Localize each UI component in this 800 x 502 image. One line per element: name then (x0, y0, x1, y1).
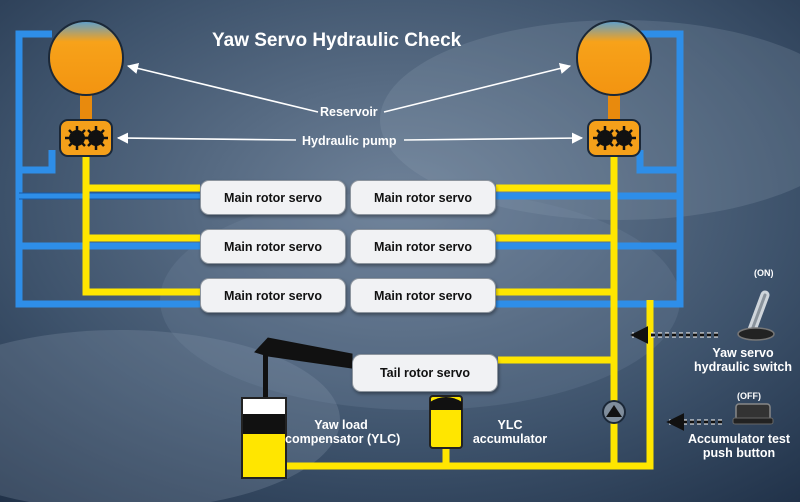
pressure-lines (82, 154, 654, 470)
label-arrows (116, 62, 584, 144)
page-title: Yaw Servo Hydraulic Check (212, 30, 462, 51)
switch-label-line1: Yaw servo (712, 346, 774, 360)
button-label-line1: Accumulator test (687, 432, 791, 446)
switch-label-line2: hydraulic switch (694, 360, 792, 374)
main-rotor-servo-right-1: Main rotor servo (350, 180, 496, 215)
main-rotor-servo-left-3: Main rotor servo (200, 278, 346, 313)
reservoir-right (576, 20, 652, 96)
ylc-accumulator (429, 395, 463, 449)
ylc-label-line1: Yaw load (314, 418, 368, 432)
check-valve (602, 400, 626, 424)
main-rotor-servo-right-2: Main rotor servo (350, 229, 496, 264)
dashed-indicator-arrows (630, 326, 722, 431)
yaw-load-compensator (241, 337, 353, 479)
button-label-line2: push button (702, 446, 776, 460)
accumulator-test-button-label: Accumulator test push button (680, 432, 798, 460)
hydraulic-pump-label: Hydraulic pump (302, 134, 397, 148)
reservoir-left (48, 20, 124, 96)
main-rotor-servo-left-1: Main rotor servo (200, 180, 346, 215)
reservoir-label: Reservoir (320, 105, 378, 119)
return-lines (15, 30, 684, 308)
yaw-servo-switch-icon[interactable] (737, 290, 775, 341)
main-rotor-servo-right-3: Main rotor servo (350, 278, 496, 313)
yaw-servo-switch-label: Yaw servo hydraulic switch (688, 346, 798, 374)
switch-state-label: (ON) (754, 268, 774, 278)
accumulator-test-button-icon[interactable] (732, 403, 774, 425)
ylc-accumulator-label-line2: accumulator (472, 432, 548, 446)
ylc-label: Yaw load compensator (YLC) (285, 418, 401, 446)
ylc-accumulator-label-line1: YLC (497, 418, 523, 432)
tail-rotor-servo: Tail rotor servo (352, 354, 498, 392)
hydraulic-pump-right (587, 119, 641, 157)
button-state-label: (OFF) (737, 391, 761, 401)
ylc-label-line2: compensator (YLC) (285, 432, 401, 446)
hydraulic-pump-left (59, 119, 113, 157)
main-rotor-servo-left-2: Main rotor servo (200, 229, 346, 264)
ylc-accumulator-label: YLC accumulator (466, 418, 554, 446)
